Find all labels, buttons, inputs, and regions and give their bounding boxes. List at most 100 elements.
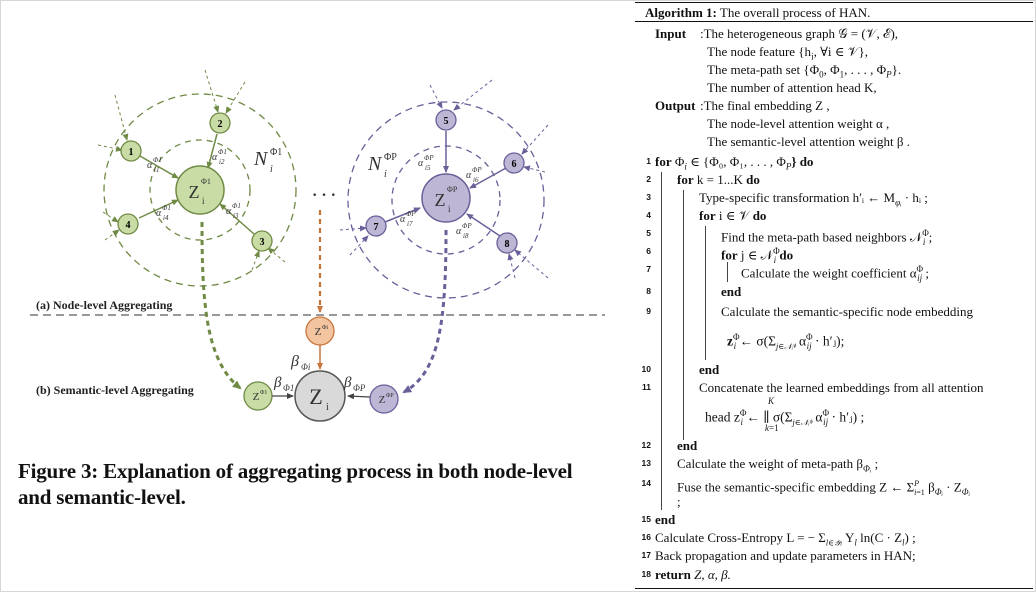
attn-alpha-i2: α	[212, 152, 218, 163]
attn-sup-i1: Φ1	[153, 156, 162, 164]
neighbor-label-5: 5	[444, 116, 449, 127]
attn-sub-i8: i8	[463, 232, 469, 240]
attn-alpha-i5: α	[418, 158, 424, 169]
algo-line-17: Back propagation and update parameters i…	[655, 548, 916, 563]
algo-line-10-kw: end	[699, 362, 720, 377]
algo-line-14: Fuse the semantic-specific embedding Z ←…	[677, 479, 971, 497]
attn-alpha-i3: α	[226, 206, 232, 217]
algo-line-16: Calculate Cross-Entropy L = − Σl∈𝒴ₗ Yl l…	[655, 530, 916, 548]
neighbor-node-5	[435, 109, 457, 131]
input-line-2: The node feature {hi, ∀i ∈ 𝒱},	[707, 43, 868, 66]
semantic-node-mid-label: Z	[315, 326, 322, 338]
algorithm-title-key: Algorithm 1:	[645, 5, 717, 20]
neighbor-node-8	[496, 232, 518, 254]
left-center-sup: Φ1	[201, 177, 211, 186]
neighbor-label-8: 8	[505, 239, 510, 250]
line-number: 8	[646, 286, 651, 296]
right-to-semantic-arrow	[402, 229, 448, 394]
algo-line-4-kw2: do	[752, 208, 767, 223]
algo-line-2-kw: for	[677, 172, 694, 187]
algo-line-11-formula-alpha: α	[812, 409, 823, 425]
attn-alpha-i4: α	[156, 208, 162, 219]
figure-panel: 1 2 3 4 Z i Φ1 α i1 Φ1 α i2 Φ1 α i3 Φ1 α…	[18, 69, 605, 509]
algo-line-4: for i ∈ 𝒱 do	[699, 207, 766, 224]
neighbor-label-4: 4	[126, 220, 131, 231]
algo-line-10: end	[699, 361, 719, 378]
algo-line-11: Concatenate the learned embeddings from …	[699, 380, 984, 395]
algo-line-3: Type-specific transformation h′ᵢ ← Mφᵢ ·…	[699, 190, 928, 208]
indent-guide-node-for	[705, 226, 706, 360]
semantic-node-right-sup: ΦP	[386, 393, 394, 399]
attn-alpha-i8: α	[456, 226, 462, 237]
final-embedding-sub: i	[326, 402, 329, 413]
algo-line-5: Find the meta-path based neighbors 𝒩Φi ;	[721, 228, 933, 247]
left-center-sub: i	[202, 196, 205, 206]
input-line-3-close: }.	[891, 62, 902, 77]
semantic-level-label: (b) Semantic-level Aggregating	[36, 383, 194, 397]
attn-sup-i6: ΦP	[472, 166, 482, 174]
left-center-node	[175, 165, 225, 215]
attn-sub-i6: i6	[473, 176, 479, 184]
algo-line-11-formula-head: head z	[705, 409, 740, 425]
algo-line-2-text: k = 1...K	[693, 172, 747, 187]
attn-sup-i2: Φ1	[218, 148, 227, 156]
attn-sub-i7: i7	[407, 220, 413, 228]
algo-line-18-kw: return	[655, 567, 691, 582]
attn-sup-i3: Φ1	[232, 202, 241, 210]
attn-sub-i3: i3	[233, 212, 239, 220]
neighbor-label-6: 6	[512, 159, 517, 170]
algo-line-2-kw2: do	[746, 172, 760, 187]
beta-right-sub: ΦP	[353, 383, 366, 393]
attn-alpha-i6: α	[466, 170, 472, 181]
algo-line-9-formula-head: z	[727, 333, 733, 349]
line-number: 4	[646, 210, 651, 220]
line-number: 14	[641, 478, 651, 488]
algo-line-9-formula-end: · h′ⱼ);	[811, 333, 845, 349]
algo-line-13-rest: ;	[871, 456, 879, 471]
algo-line-16-end: ln(C · Z	[856, 530, 903, 545]
output-line-1: :The final embedding Z ,	[700, 98, 830, 113]
line-number: 1	[646, 156, 651, 166]
aggregation-diagram: 1 2 3 4 Z i Φ1 α i1 Φ1 α i2 Φ1 α i3 Φ1 α…	[30, 69, 605, 422]
beta-left: β	[273, 375, 282, 391]
attn-sub-i1: i1	[154, 166, 159, 174]
algorithm-title-text: The overall process of HAN.	[719, 5, 871, 20]
algo-line-16-text: Calculate Cross-Entropy L = − Σ	[655, 530, 826, 545]
algo-line-9-formula: zΦi ← σ(Σj∈𝒩ᵢᶲ αΦij · h′ⱼ);	[727, 332, 845, 352]
input-line-3-mid: , Φ	[823, 62, 840, 77]
algo-line-1-end: } do	[791, 154, 814, 169]
left-center-label: Z	[189, 182, 200, 202]
right-outer-neighborhood-circle	[347, 101, 545, 299]
algo-line-7-rest: ;	[922, 265, 929, 281]
left-neighborhood-symbol: N	[253, 148, 269, 170]
algo-line-8: end	[721, 283, 741, 300]
input-line-3: The meta-path set {Φ0, Φ1, . . . , ΦP}.	[707, 62, 902, 80]
right-center-node	[421, 173, 471, 223]
algo-line-13: Calculate the weight of meta-path βΦᵢ ;	[677, 456, 879, 474]
algo-line-11-formula-mid: ← ∥ σ(Σ	[742, 409, 793, 425]
attn-sup-i7: ΦP	[406, 210, 416, 218]
indent-guide-outer-for	[661, 172, 662, 510]
final-embedding-node	[294, 370, 346, 422]
output-key: Output	[655, 98, 696, 113]
right-metapath-group: 5 6 7 8 Z i ΦP α i5 ΦP α i6 ΦP α i7 ΦP α…	[339, 79, 549, 299]
attn-sub-i2: i2	[219, 158, 225, 166]
neighbor-node-1	[120, 140, 142, 162]
algo-line-14-rest: β	[924, 479, 935, 495]
attn-sub-i4: i4	[163, 214, 169, 222]
algo-line-13-text: Calculate the weight of meta-path β	[677, 456, 864, 471]
output-line-2: The node-level attention weight α ,	[707, 116, 890, 131]
algorithm-bottom-rule	[635, 588, 1033, 589]
algo-line-5-text: Find the meta-path based neighbors 𝒩	[721, 229, 923, 245]
algo-line-6-text: j ∈ 𝒩	[737, 247, 774, 263]
algo-line-3-text: Type-specific transformation h′ᵢ ← M	[699, 190, 896, 205]
right-neighborhood-symbol: N	[367, 153, 383, 175]
line-number: 13	[641, 458, 651, 468]
line-number: 12	[641, 440, 651, 450]
semantic-node-left-label: Z	[253, 391, 260, 403]
neighbor-label-3: 3	[260, 237, 265, 248]
indent-guide-head-for	[683, 190, 684, 440]
algo-line-15: end	[655, 511, 675, 528]
algo-line-4-kw: for	[699, 208, 716, 223]
neighbor-node-3	[251, 230, 273, 252]
